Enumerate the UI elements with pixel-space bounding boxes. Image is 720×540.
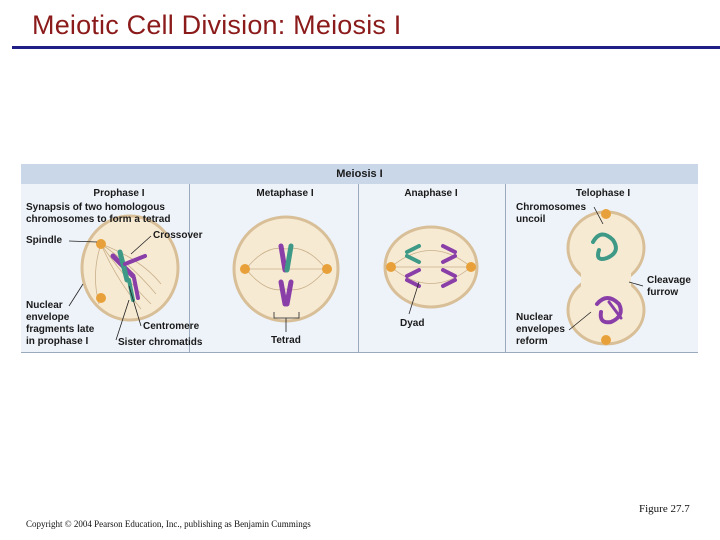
- label-dyad: Dyad: [400, 318, 425, 329]
- label-synapsis: Synapsis of two homologous chromosomes t…: [26, 202, 171, 225]
- label-chromosomes-uncoil: Chromosomes uncoil: [516, 202, 587, 225]
- panel-divider-2: [358, 184, 359, 352]
- copyright-notice: Copyright © 2004 Pearson Education, Inc.…: [26, 519, 311, 529]
- phase-title-metaphase-i: Metaphase I: [256, 188, 314, 199]
- dyad-leader: [408, 281, 420, 315]
- prophase-centrosome-2: [96, 293, 106, 303]
- panel-divider-1: [189, 184, 190, 352]
- metaphase-centrosome-1: [240, 264, 250, 274]
- anaphase-centrosome-1: [386, 262, 396, 272]
- meiosis-banner: Meiosis I: [21, 164, 698, 184]
- metaphase-cell: [232, 215, 340, 332]
- anaphase-chromosomes: [405, 244, 457, 288]
- telophase-chromosomes: [591, 232, 623, 325]
- label-cleavage-furrow: Cleavage furrow: [647, 275, 691, 298]
- cleavage-furrow-leader: [628, 281, 644, 287]
- metaphase-centrosome-2: [322, 264, 332, 274]
- telophase-centrosome-1: [601, 209, 611, 219]
- figure-number: Figure 27.7: [639, 503, 690, 515]
- label-nuclear-envelopes-reform: Nuclear envelopes reform: [516, 312, 565, 347]
- prophase-cell: [80, 214, 180, 322]
- nuclear-envelopes-leader: [568, 311, 592, 331]
- label-spindle: Spindle: [26, 235, 63, 246]
- prophase-chromosomes: [110, 249, 147, 302]
- metaphase-chromosomes: [278, 243, 294, 307]
- slide-title: Meiotic Cell Division: Meiosis I: [32, 10, 402, 40]
- tetrad-bracket: [273, 312, 300, 319]
- prophase-leaders: [68, 235, 152, 341]
- label-nuclear-envelope: Nuclear envelope fragments late in proph…: [26, 300, 95, 347]
- prophase-centrosome-1: [96, 239, 106, 249]
- chromosomes-uncoil-leader: [593, 206, 604, 225]
- title-rule: [12, 46, 720, 49]
- telophase-cell: [566, 206, 646, 346]
- label-centromere: Centromere: [143, 321, 200, 332]
- panel-divider-3: [505, 184, 506, 352]
- label-sister-chromatids: Sister chromatids: [118, 337, 203, 348]
- label-tetrad: Tetrad: [271, 335, 301, 346]
- anaphase-cell: [383, 225, 479, 315]
- label-crossover: Crossover: [153, 230, 203, 241]
- meiosis-illustration: [68, 206, 646, 346]
- anaphase-spindle: [390, 250, 472, 284]
- phase-title-anaphase-i: Anaphase I: [404, 188, 458, 199]
- telophase-centrosome-2: [601, 335, 611, 345]
- phase-title-prophase-i: Prophase I: [93, 188, 145, 199]
- figure-bottom-rule: [21, 352, 698, 353]
- meiosis-figure: Meiosis I Prophase I Metaphase I Anaphas…: [21, 164, 698, 354]
- phase-title-telophase-i: Telophase I: [575, 188, 631, 199]
- anaphase-centrosome-2: [466, 262, 476, 272]
